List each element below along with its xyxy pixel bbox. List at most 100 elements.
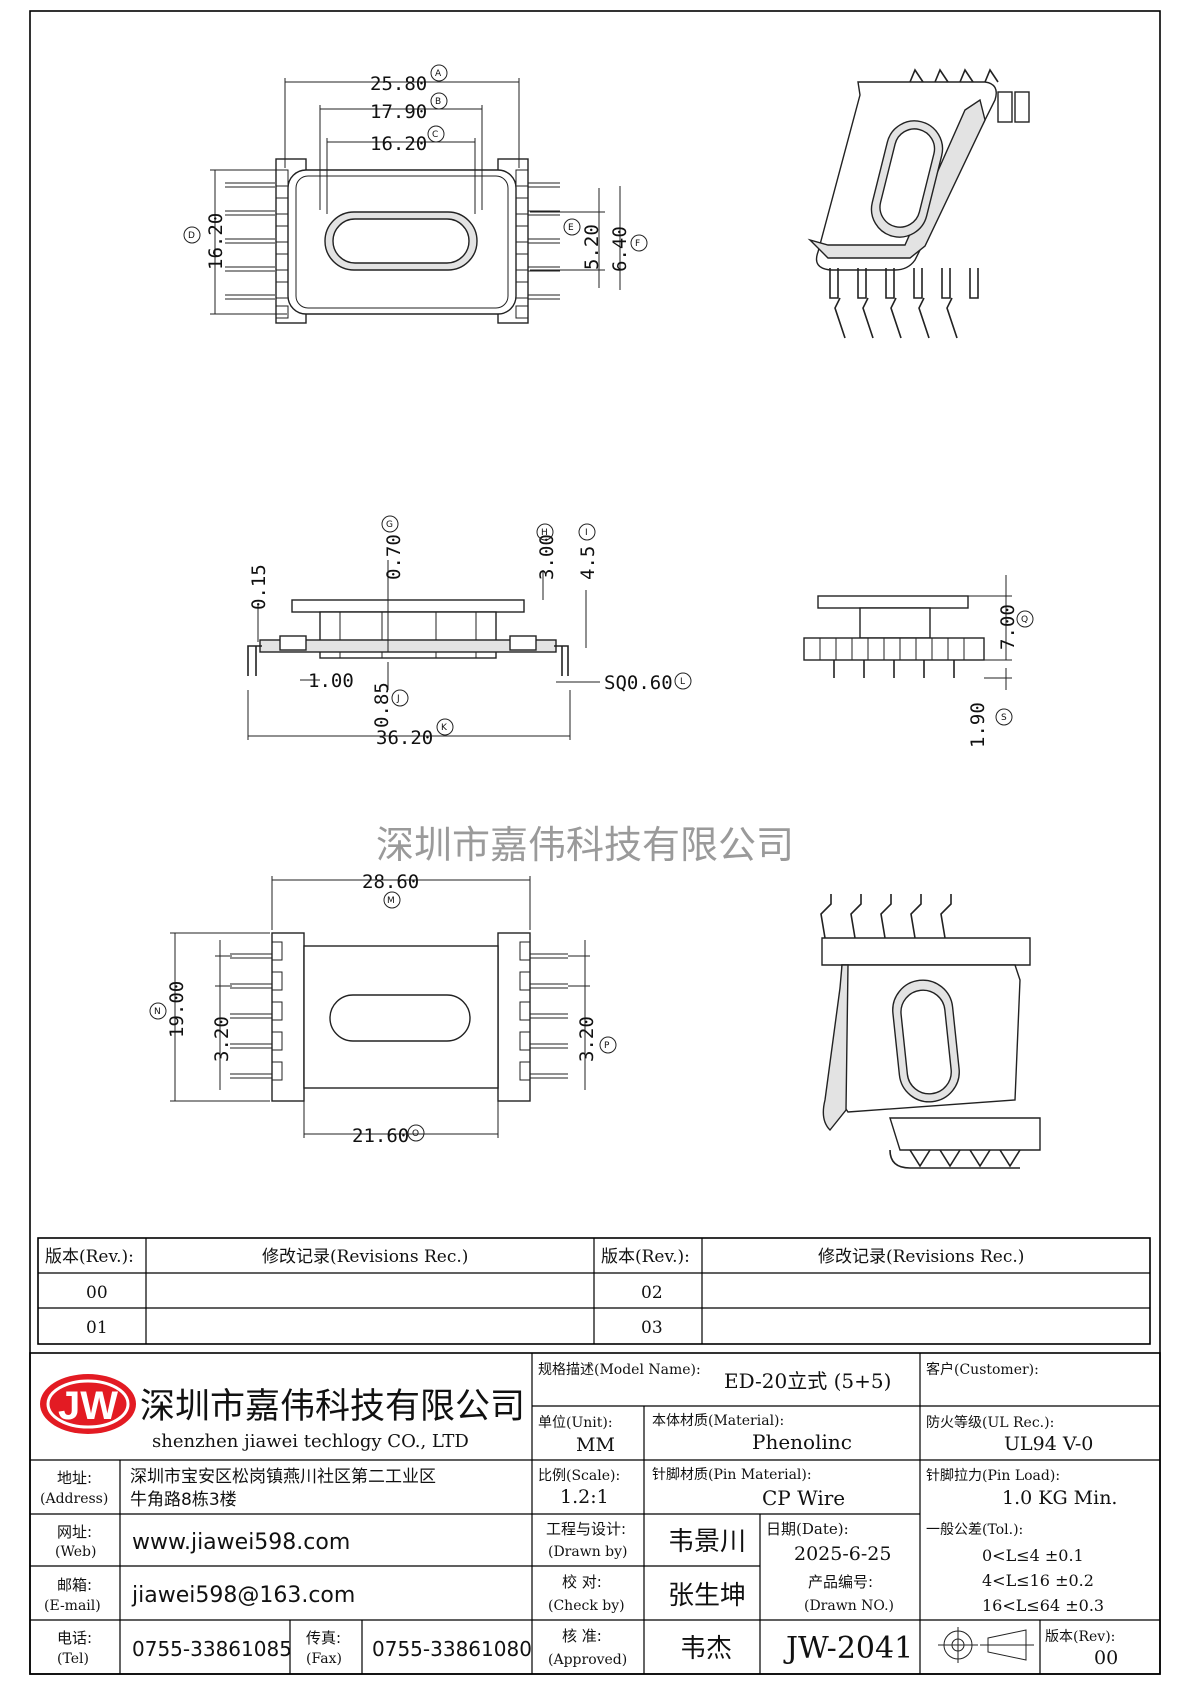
approve-value: 韦杰	[680, 1634, 732, 1664]
dim-e: 5.20	[581, 224, 603, 270]
customer-label: 客户(Customer):	[926, 1361, 1039, 1378]
material-label: 本体材质(Material):	[652, 1413, 784, 1429]
projection-symbol-icon	[938, 1627, 1034, 1663]
dim-n: 19.00	[166, 981, 188, 1038]
dim-i: 4.5	[577, 546, 599, 580]
dim-f: 6.40	[609, 226, 631, 272]
dim-015: 0.15	[248, 564, 270, 610]
rev-row-03: 03	[641, 1318, 663, 1338]
address-label-en: (Address)	[40, 1491, 108, 1507]
bubble-q: Q	[1021, 615, 1028, 625]
web-value: www.jiawei598.com	[132, 1530, 350, 1555]
date-label: 日期(Date):	[766, 1520, 849, 1538]
dim-100: 1.00	[308, 670, 354, 692]
rec-header-right: 修改记录(Revisions Rec.)	[818, 1247, 1024, 1267]
tol-line3: 16<L≤64 ±0.3	[982, 1596, 1104, 1615]
watermark: 深圳市嘉伟科技有限公司	[376, 823, 794, 867]
drawing-no-label: 产品编号:	[808, 1573, 873, 1591]
dimension-bubbles: A B C D E F G H I J K L M N O P Q S	[149, 64, 1034, 1142]
bubble-h: H	[541, 528, 548, 538]
model-value: ED-20立式 (5+5)	[724, 1369, 891, 1393]
pin-material-value: CP Wire	[762, 1486, 845, 1510]
email-value: jiawei598@163.com	[131, 1583, 355, 1608]
bubble-f: F	[635, 239, 640, 249]
rev-header-right: 版本(Rev.):	[601, 1247, 690, 1267]
web-label: 网址:	[57, 1523, 92, 1541]
dim-h: 3.00	[536, 534, 558, 580]
dim-p: 3.20	[576, 1016, 598, 1062]
revision-table: 版本(Rev.): 修改记录(Revisions Rec.) 版本(Rev.):…	[37, 1237, 1151, 1345]
dim-s: 1.90	[967, 702, 989, 748]
dim-c: 16.20	[370, 133, 427, 155]
bubble-s: S	[1001, 713, 1007, 723]
dim-g: 0.70	[383, 534, 405, 580]
title-block: JW 深圳市嘉伟科技有限公司 shenzhen jiawei techlogy …	[29, 1352, 1161, 1675]
company-name-en: shenzhen jiawei techlogy CO., LTD	[152, 1431, 469, 1452]
scale-value: 1.2:1	[560, 1486, 609, 1508]
fax-label-en: (Fax)	[306, 1651, 342, 1667]
dim-b: 17.90	[370, 101, 427, 123]
bottom-view: 28.60 19.00 3.20 3.20 21.60	[166, 871, 598, 1147]
check-value: 张生坤	[668, 1581, 746, 1611]
rev-row-02: 02	[641, 1283, 663, 1303]
bubble-g: G	[386, 520, 393, 530]
top-view: 25.80 17.90 16.20 16.20 5.20 6.40	[205, 73, 631, 324]
check-label-en: (Check by)	[548, 1598, 625, 1614]
rev-value: 00	[1094, 1647, 1118, 1669]
approve-label-en: (Approved)	[548, 1652, 627, 1668]
date-value: 2025-6-25	[794, 1543, 891, 1565]
bubble-c: C	[432, 130, 438, 140]
bubble-l: L	[680, 677, 685, 687]
bubble-b: B	[435, 97, 441, 107]
address-label: 地址:	[57, 1469, 92, 1487]
dim-j: 0.85	[371, 682, 393, 728]
drawn-label: 工程与设计:	[546, 1520, 626, 1538]
bubble-o: O	[412, 1129, 419, 1139]
pin-material-label: 针脚材质(Pin Material):	[652, 1467, 812, 1483]
tel-label-en: (Tel)	[57, 1651, 89, 1667]
drawing-no-value: JW-2041	[783, 1631, 913, 1666]
fax-value: 0755-33861080	[372, 1637, 532, 1661]
company-name-cn: 深圳市嘉伟科技有限公司	[140, 1387, 525, 1427]
bubble-e: E	[568, 223, 574, 233]
unit-label: 单位(Unit):	[538, 1415, 613, 1431]
fax-label: 传真:	[306, 1629, 341, 1647]
rec-header-left: 修改记录(Revisions Rec.)	[262, 1247, 468, 1267]
tol-line2: 4<L≤16 ±0.2	[982, 1571, 1094, 1590]
end-view: 7.00 1.90	[803, 575, 1019, 748]
dim-m: 28.60	[362, 871, 419, 893]
drawing-no-label-en: (Drawn NO.)	[804, 1598, 894, 1614]
pin-load-label: 针脚拉力(Pin Load):	[926, 1468, 1060, 1484]
dim-n320: 3.20	[211, 1016, 233, 1062]
material-value: Phenolinc	[752, 1430, 852, 1454]
tol-label: 一般公差(Tol.):	[926, 1522, 1023, 1538]
rev-row-01: 01	[86, 1318, 108, 1338]
bubble-d: D	[188, 231, 195, 241]
bubble-n: N	[154, 1007, 161, 1017]
unit-value: MM	[576, 1434, 615, 1456]
tel-value: 0755-33861085	[132, 1637, 292, 1661]
bubble-k: K	[441, 723, 448, 733]
dim-d: 16.20	[205, 213, 227, 270]
iso-view-bottom	[820, 894, 1041, 1169]
pin-load-value: 1.0 KG Min.	[1002, 1487, 1117, 1509]
check-label: 校 对:	[562, 1573, 602, 1591]
address-line1: 深圳市宝安区松岗镇燕川社区第二工业区	[130, 1467, 436, 1487]
tol-line1: 0<L≤4 ±0.1	[982, 1546, 1084, 1565]
ul-label: 防火等级(UL Rec.):	[926, 1414, 1054, 1431]
rev-row-00: 00	[86, 1283, 108, 1303]
bubble-i: I	[585, 528, 588, 538]
scale-label: 比例(Scale):	[538, 1468, 620, 1484]
bubble-m: M	[387, 896, 395, 906]
iso-view-top	[807, 68, 1030, 339]
bubble-j: J	[396, 694, 400, 704]
rev-label: 版本(Rev):	[1045, 1629, 1115, 1645]
ul-value: UL94 V-0	[1004, 1433, 1093, 1455]
rev-header-left: 版本(Rev.):	[45, 1247, 134, 1267]
model-label: 规格描述(Model Name):	[538, 1362, 701, 1378]
bubble-a: A	[435, 69, 442, 79]
drawn-label-en: (Drawn by)	[548, 1544, 628, 1560]
web-label-en: (Web)	[55, 1544, 96, 1560]
dim-a: 25.80	[370, 73, 427, 95]
